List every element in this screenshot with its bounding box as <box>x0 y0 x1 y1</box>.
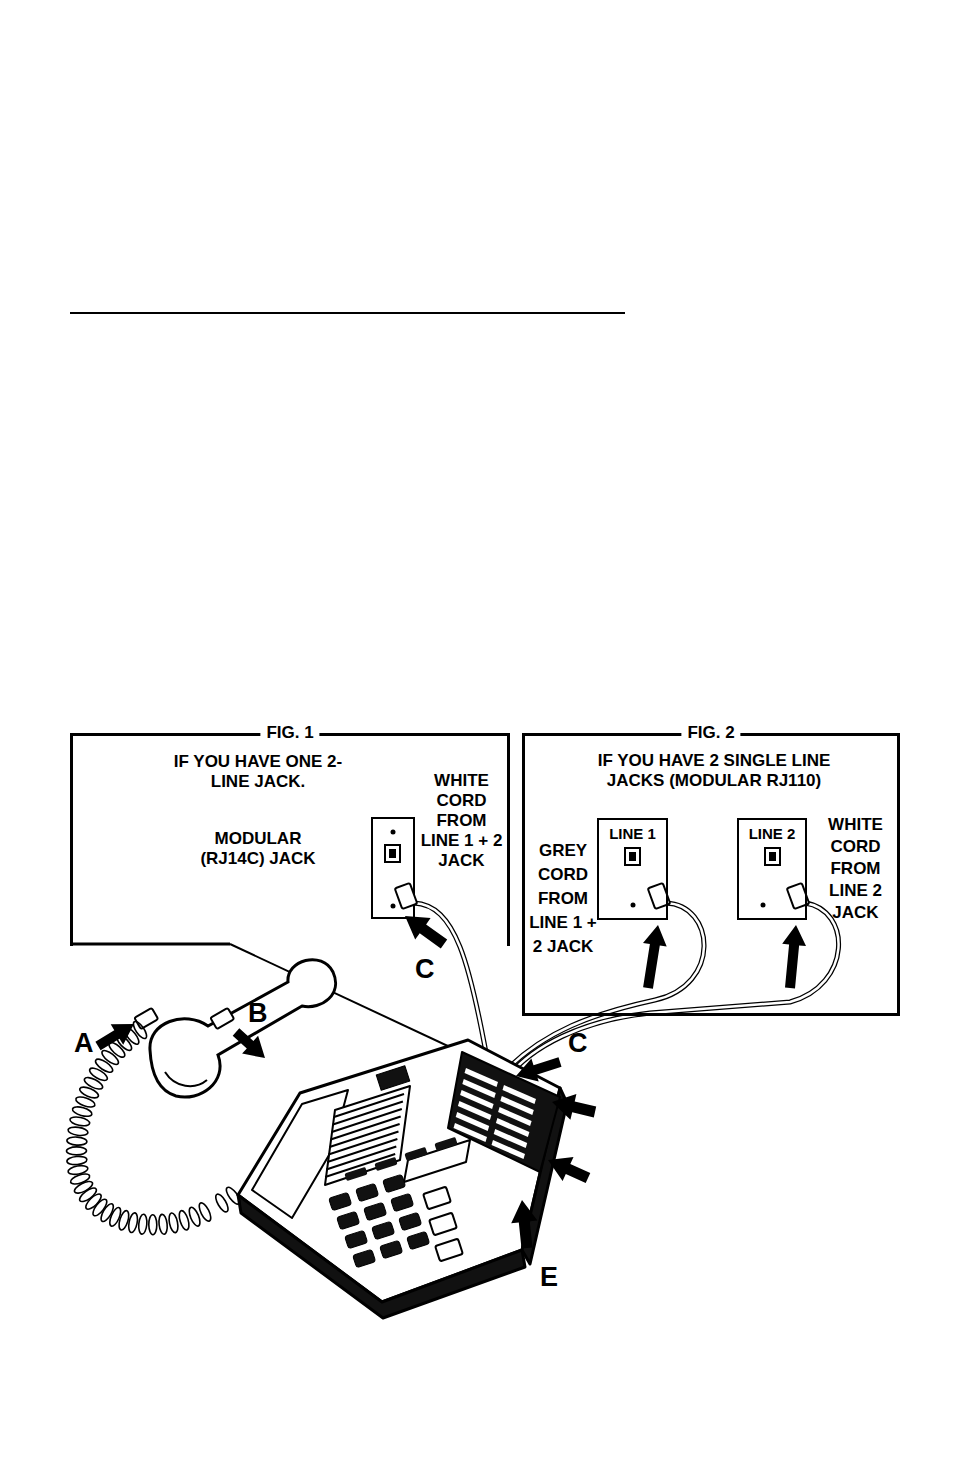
coil-loop <box>69 1115 90 1127</box>
pointer-arrow <box>405 916 447 949</box>
coil-loop <box>138 1214 148 1235</box>
callout-letter: B <box>248 998 268 1028</box>
keypad-key <box>353 1249 376 1268</box>
modular-plugs <box>395 883 810 909</box>
function-key <box>423 1187 451 1210</box>
feature-key <box>434 1137 457 1151</box>
coil-loop <box>71 1105 92 1118</box>
function-key <box>435 1239 463 1262</box>
jack-label: LINE 2 <box>739 825 805 843</box>
coil-loop <box>83 1075 104 1091</box>
key-slot <box>454 1123 488 1142</box>
phone-base <box>238 1040 567 1318</box>
rule-line <box>70 312 625 314</box>
function-key <box>429 1213 457 1236</box>
pointer-arrow <box>552 1094 596 1120</box>
pointer-arrow <box>782 925 806 989</box>
feature-key <box>344 1167 367 1181</box>
keypad-key <box>407 1231 430 1250</box>
coil-loop <box>100 1048 121 1067</box>
wall-jack-plate: LINE 2 <box>737 818 807 920</box>
figure-heading: FIG. 1 <box>260 723 319 743</box>
coiled-cord <box>66 1019 242 1234</box>
coil-loop <box>68 1126 89 1137</box>
note-text: WHITE CORD FROM LINE 2 JACK <box>813 814 898 924</box>
keypad-key <box>372 1221 395 1240</box>
figure-heading: FIG. 2 <box>681 723 740 743</box>
keypad-key <box>345 1230 368 1249</box>
callout-letter: C <box>415 954 435 984</box>
coil-loop <box>127 1212 139 1233</box>
pointer-arrows <box>95 916 806 1249</box>
handset <box>150 960 336 1097</box>
keypad-key <box>337 1211 360 1230</box>
note-text: GREY CORD FROM LINE 1 + 2 JACK <box>528 839 598 959</box>
keypad-key <box>329 1192 352 1211</box>
pointer-arrow <box>643 925 667 989</box>
keypad-key <box>380 1240 403 1259</box>
pointer-arrow <box>548 1157 590 1183</box>
note-text: IF YOU HAVE ONE 2-LINE JACK. <box>165 752 351 792</box>
coil-loop <box>88 1066 109 1083</box>
coil-loop <box>168 1212 180 1233</box>
key-slot <box>492 1140 526 1159</box>
callout-letter: A <box>74 1028 94 1058</box>
coil-loop <box>197 1201 213 1222</box>
cord-plugs <box>134 1008 234 1029</box>
phone-details <box>325 1068 536 1268</box>
note-text: IF YOU HAVE 2 SINGLE LINE JACKS (MODULAR… <box>597 751 831 791</box>
keypad-key <box>399 1212 422 1231</box>
coil-loop <box>131 1019 149 1040</box>
coil-loop <box>94 1057 115 1075</box>
jack-label: LINE 1 <box>599 825 666 843</box>
feature-key <box>404 1147 427 1161</box>
coil-loop <box>149 1215 157 1235</box>
callout-letter: E <box>540 1262 558 1292</box>
wall-jack-plate: LINE 1 <box>597 818 668 920</box>
jack-graphics <box>625 848 780 908</box>
coil-loop <box>67 1136 87 1145</box>
coil-loop <box>158 1214 168 1235</box>
pointer-arrow <box>516 1057 562 1081</box>
keypad-key <box>356 1183 379 1202</box>
coil-loop <box>224 1185 242 1206</box>
keypad-key <box>383 1174 406 1193</box>
coil-loop <box>66 1147 86 1155</box>
figure-panel: FIG. 1IF YOU HAVE ONE 2-LINE JACK.MODULA… <box>70 733 510 946</box>
pointer-arrow <box>233 1028 265 1058</box>
callout-letter: C <box>568 1028 588 1058</box>
keypad-key <box>391 1193 414 1212</box>
coil-loop <box>67 1156 88 1166</box>
note-text: MODULAR (RJ14C) JACK <box>195 829 321 869</box>
note-text: WHITE CORD FROM LINE 1 + 2 JACK <box>416 771 507 871</box>
pointer-arrow <box>95 1024 134 1050</box>
keypad-key <box>364 1202 387 1221</box>
feature-key <box>374 1157 397 1171</box>
pointer-arrow <box>511 1200 537 1249</box>
box-edge <box>70 943 230 946</box>
figure-panel: FIG. 2IF YOU HAVE 2 SINGLE LINE JACKS (M… <box>522 733 900 1016</box>
